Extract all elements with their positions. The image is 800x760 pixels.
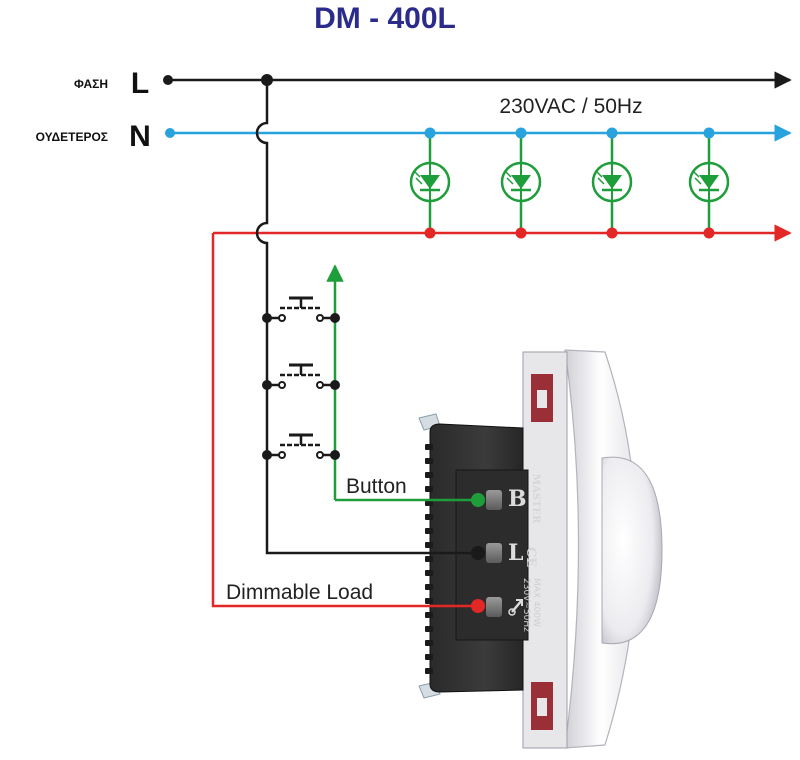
button-label: Button (346, 475, 407, 498)
led-lamp (500, 127, 542, 239)
dimmer-knob (601, 456, 663, 645)
lamp-group (409, 127, 730, 239)
neutral-junction-dot (606, 127, 618, 139)
neutral-junction-dot (515, 127, 527, 139)
neutral-junction-dot (703, 127, 715, 139)
terminal-screw-l (486, 543, 502, 563)
pushbutton-bus-dot (330, 313, 340, 323)
diode-icon (420, 175, 440, 189)
led-lamp (409, 127, 451, 239)
diagram-title: DM - 400L (314, 2, 456, 35)
button-terminal-dot (471, 493, 485, 507)
ce-mark: CE (523, 547, 538, 567)
body-ribs (425, 444, 433, 674)
pushbutton (262, 433, 340, 460)
neutral-terminal-dot (165, 128, 175, 138)
led-lamp (591, 127, 633, 239)
device-rating-line1: MAX 400W (531, 578, 541, 627)
pushbutton-group (262, 296, 340, 460)
load-junction-dot (515, 227, 527, 239)
pushbutton (262, 296, 340, 323)
neutral-name-label: ΟΥΔΕΤΕΡΟΣ (36, 130, 108, 144)
neutral-letter-label: N (129, 120, 151, 153)
load-junction-dot (606, 227, 618, 239)
pushbutton-bus-dot (330, 380, 340, 390)
pushbutton (262, 363, 340, 390)
phase-terminal-l-dot (471, 546, 485, 560)
terminal-l-letter: L (508, 540, 523, 566)
pushbutton-bus-dot (330, 450, 340, 460)
supply-rating-label: 230VAC / 50Hz (499, 95, 642, 118)
diode-icon (699, 175, 719, 189)
dimmer-device: B L MASTER CE MAX 400W 230V~50Hz (418, 349, 663, 749)
diode-icon (602, 175, 622, 189)
load-label: Dimmable Load (226, 581, 373, 604)
terminal-screw-load (486, 597, 502, 617)
terminal-b-letter: B (508, 486, 527, 512)
device-rating-line2: 230V~50Hz (521, 578, 531, 632)
terminal-screw-b (486, 490, 502, 510)
pushbutton-phase-dot (262, 450, 272, 460)
load-terminal-icon (508, 599, 523, 616)
diode-icon (511, 175, 531, 189)
phase-terminal-dot (163, 75, 173, 85)
neutral-junction-dot (424, 127, 436, 139)
pushbutton-phase-dot (262, 313, 272, 323)
pushbutton-phase-dot (262, 380, 272, 390)
led-lamp (688, 127, 730, 239)
load-return-wire (211, 233, 476, 608)
load-junction-dot (424, 227, 436, 239)
phase-name-label: ΦΑΣΗ (74, 77, 108, 91)
load-terminal-dot (471, 599, 485, 613)
terminal-screws (486, 490, 502, 617)
phase-letter-label: L (131, 67, 149, 100)
load-junction-dot (703, 227, 715, 239)
device-brand: MASTER (530, 474, 541, 524)
phase-drop-wire (255, 80, 476, 555)
